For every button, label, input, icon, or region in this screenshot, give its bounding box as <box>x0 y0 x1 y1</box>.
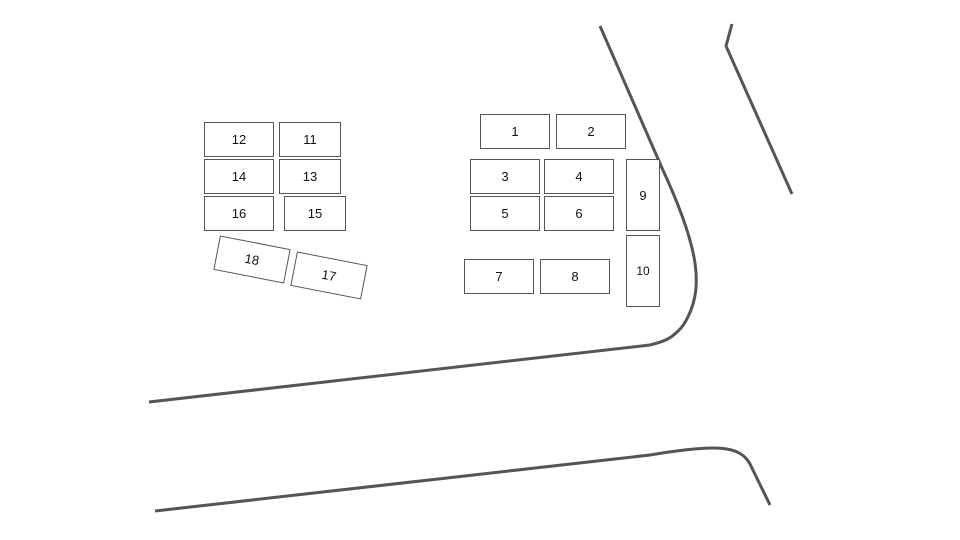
lot-label: 14 <box>231 169 247 184</box>
lot-label: 12 <box>231 132 247 147</box>
lot-3[interactable]: 3 <box>470 159 540 194</box>
lot-label: 15 <box>307 206 323 221</box>
lot-4[interactable]: 4 <box>544 159 614 194</box>
lot-12[interactable]: 12 <box>204 122 274 157</box>
lot-label: 16 <box>231 206 247 221</box>
lot-14[interactable]: 14 <box>204 159 274 194</box>
lot-9[interactable]: 9 <box>626 159 660 231</box>
lot-label: 7 <box>495 269 503 284</box>
lot-label: 4 <box>575 169 583 184</box>
lot-15[interactable]: 15 <box>284 196 346 231</box>
road-south <box>154 446 772 513</box>
lot-label: 9 <box>639 187 647 203</box>
lot-label: 1 <box>511 124 519 139</box>
lot-10[interactable]: 10 <box>626 235 660 307</box>
road-northeast <box>724 23 794 195</box>
lot-label: 18 <box>243 250 261 269</box>
lot-6[interactable]: 6 <box>544 196 614 231</box>
road-curve-east <box>148 25 698 404</box>
lot-label: 3 <box>501 169 509 184</box>
lot-5[interactable]: 5 <box>470 196 540 231</box>
lot-2[interactable]: 2 <box>556 114 626 149</box>
lot-11[interactable]: 11 <box>279 122 341 157</box>
lot-8[interactable]: 8 <box>540 259 610 294</box>
lot-label: 2 <box>587 124 595 139</box>
lot-label: 10 <box>636 264 650 278</box>
lot-label: 17 <box>320 266 338 285</box>
lot-label: 13 <box>302 169 318 184</box>
lot-16[interactable]: 16 <box>204 196 274 231</box>
lot-7[interactable]: 7 <box>464 259 534 294</box>
lot-label: 11 <box>303 132 317 147</box>
lot-1[interactable]: 1 <box>480 114 550 149</box>
lot-label: 5 <box>501 206 509 221</box>
lot-13[interactable]: 13 <box>279 159 341 194</box>
lot-label: 8 <box>571 269 579 284</box>
lot-label: 6 <box>575 206 583 221</box>
